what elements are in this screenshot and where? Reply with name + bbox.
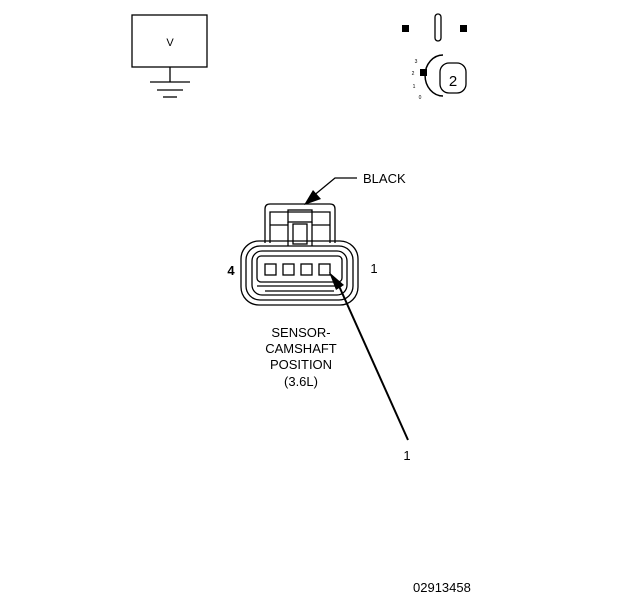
- pin-3: [282, 263, 295, 276]
- dial-right-terminal: [460, 25, 467, 32]
- dial-pointer-icon: [434, 13, 442, 42]
- dial-position-0: 0: [419, 95, 422, 101]
- pin-1: [318, 263, 331, 276]
- voltmeter: V: [131, 14, 208, 98]
- pin-cavity: [256, 255, 343, 283]
- connector-face: [240, 203, 359, 306]
- connector-shell: [240, 240, 359, 306]
- color-callout: BLACK: [304, 171, 406, 205]
- connector-name-line-4: (3.6L): [284, 374, 318, 389]
- connector-latch: [264, 203, 336, 243]
- dial-left-terminal: [402, 25, 409, 32]
- dial-number: 2: [449, 73, 457, 90]
- pin-2: [300, 263, 313, 276]
- dial-selector-marker: [420, 69, 427, 76]
- meter-dial: 2 3 2 1 0: [402, 13, 467, 101]
- dial-position-2: 2: [412, 71, 415, 77]
- dial-knob-icon: [439, 62, 467, 94]
- voltmeter-symbol: V: [166, 37, 174, 49]
- connector-name-line-3: POSITION: [270, 357, 332, 372]
- connector-name-line-2: CAMSHAFT: [265, 341, 337, 356]
- pin-left-number: 4: [227, 263, 235, 278]
- pin-callout: 1: [329, 272, 411, 463]
- pin-callout-number: 1: [403, 448, 410, 463]
- connector-name-line-1: SENSOR-: [271, 325, 330, 340]
- dial-position-1: 1: [413, 84, 416, 90]
- pin-callout-arrowhead: [329, 272, 344, 290]
- ground-icon: [150, 81, 190, 98]
- connector-name: SENSOR- CAMSHAFT POSITION (3.6L): [265, 325, 337, 389]
- pin-4: [264, 263, 277, 276]
- figure-id: 02913458: [413, 580, 471, 595]
- color-callout-arrowhead: [304, 190, 321, 205]
- connector-color-label: BLACK: [363, 171, 406, 186]
- pin-right-number: 1: [370, 261, 377, 276]
- dial-position-3: 3: [415, 59, 418, 65]
